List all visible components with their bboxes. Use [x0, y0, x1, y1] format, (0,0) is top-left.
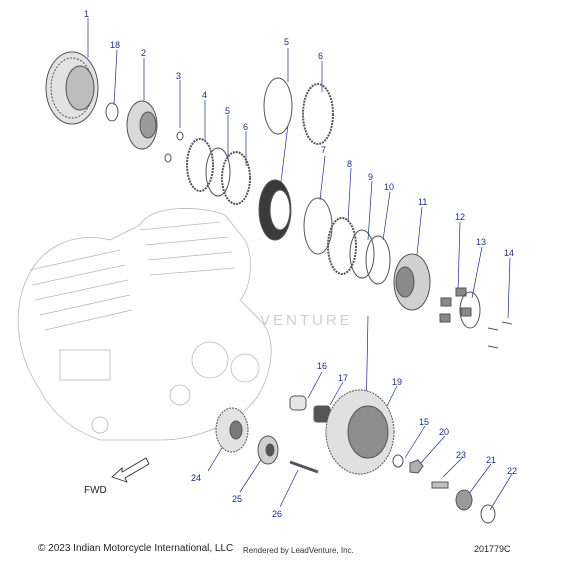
callout-15: 15 — [419, 417, 430, 427]
rendered-by-text: Rendered by LeadVenture, Inc. — [243, 546, 354, 555]
part-8-plate — [327, 217, 357, 275]
callout-20: 20 — [439, 427, 450, 437]
callout-19: 19 — [392, 377, 403, 387]
part-14-pins — [487, 321, 513, 349]
part-22-snap-ring — [480, 504, 496, 524]
callout-23: 23 — [456, 450, 467, 460]
callout-4: 4 — [202, 90, 208, 100]
callout-26: 26 — [272, 509, 283, 519]
part-21-bearing — [455, 489, 473, 511]
callout-25: 25 — [232, 494, 243, 504]
part-23-bolt — [431, 481, 449, 489]
part-5-plate — [205, 147, 231, 197]
watermark-text: VENTURE — [260, 312, 353, 329]
part-13-plate — [459, 291, 481, 329]
callout-14: 14 — [504, 248, 515, 258]
callout-11: 11 — [418, 197, 428, 207]
callout-18: 18 — [110, 40, 121, 50]
part-3-oring-b — [164, 153, 172, 163]
fwd-label: FWD — [84, 485, 107, 496]
callout-5a: 5 — [225, 106, 231, 116]
part-10-ring — [365, 235, 391, 285]
engine-block-outline — [17, 208, 272, 441]
callout-16: 16 — [317, 361, 328, 371]
part-20-nut — [409, 459, 424, 474]
part-16-bushing — [289, 395, 307, 411]
callout-8: 8 — [347, 159, 353, 169]
part-4-plate — [186, 138, 214, 192]
callout-9: 9 — [368, 172, 374, 182]
diagram-number: 201779C — [474, 544, 511, 554]
part-24-gear — [215, 407, 249, 453]
callout-10: 10 — [384, 182, 395, 192]
callout-17: 17 — [338, 373, 349, 383]
part-26-bolt — [289, 460, 319, 474]
callout-6b: 6 — [318, 51, 324, 61]
leader-lines — [87, 18, 513, 511]
parts — [45, 51, 513, 524]
part-5b-plate — [263, 77, 293, 135]
callout-24: 24 — [191, 473, 202, 483]
part-3-oring-a — [176, 131, 184, 141]
callout-13: 13 — [476, 237, 487, 247]
callout-12: 12 — [455, 212, 466, 222]
part-2-hub — [126, 100, 158, 150]
part-25-hub — [257, 435, 279, 465]
fwd-arrow-icon — [111, 457, 150, 483]
callout-21: 21 — [486, 455, 497, 465]
part-basket-center — [258, 179, 292, 241]
part-6b-plate — [302, 83, 334, 145]
callout-7: 7 — [321, 145, 327, 155]
callout-5b: 5 — [284, 37, 290, 47]
callout-2: 2 — [141, 48, 147, 58]
callout-1: 1 — [84, 9, 90, 19]
part-15-washer — [392, 454, 404, 468]
part-9-ring — [349, 229, 375, 279]
part-7-plate — [303, 197, 333, 255]
part-18-washer — [105, 102, 119, 122]
callout-6a: 6 — [243, 122, 249, 132]
part-1-primary-gear — [45, 51, 99, 125]
copyright-text: © 2023 Indian Motorcycle International, … — [38, 543, 234, 554]
part-19-clutch-basket — [325, 389, 395, 475]
callout-22: 22 — [507, 466, 518, 476]
part-12-springs — [439, 287, 472, 323]
part-6-plate — [221, 151, 251, 205]
callout-3: 3 — [176, 71, 182, 81]
part-11-pressure-plate — [393, 253, 431, 311]
